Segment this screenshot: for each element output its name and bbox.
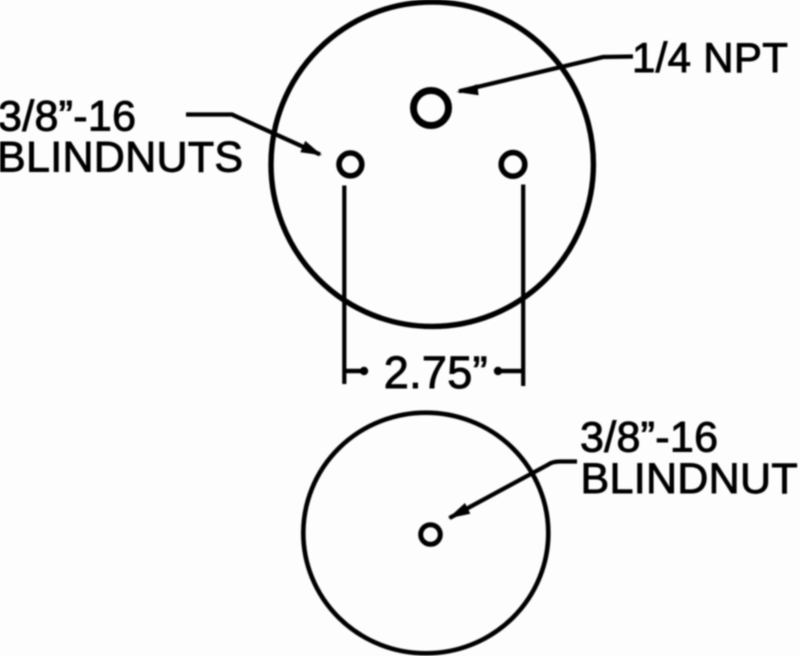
svg-text:1/4 NPT: 1/4 NPT [632, 34, 788, 81]
svg-text:BLINDNUT: BLINDNUT [581, 455, 798, 503]
svg-text:3/8”-16: 3/8”-16 [0, 93, 136, 141]
svg-text:2.75”: 2.75” [384, 347, 488, 398]
svg-text:3/8”-16: 3/8”-16 [580, 414, 718, 462]
svg-text:BLINDNUTS: BLINDNUTS [0, 134, 243, 182]
